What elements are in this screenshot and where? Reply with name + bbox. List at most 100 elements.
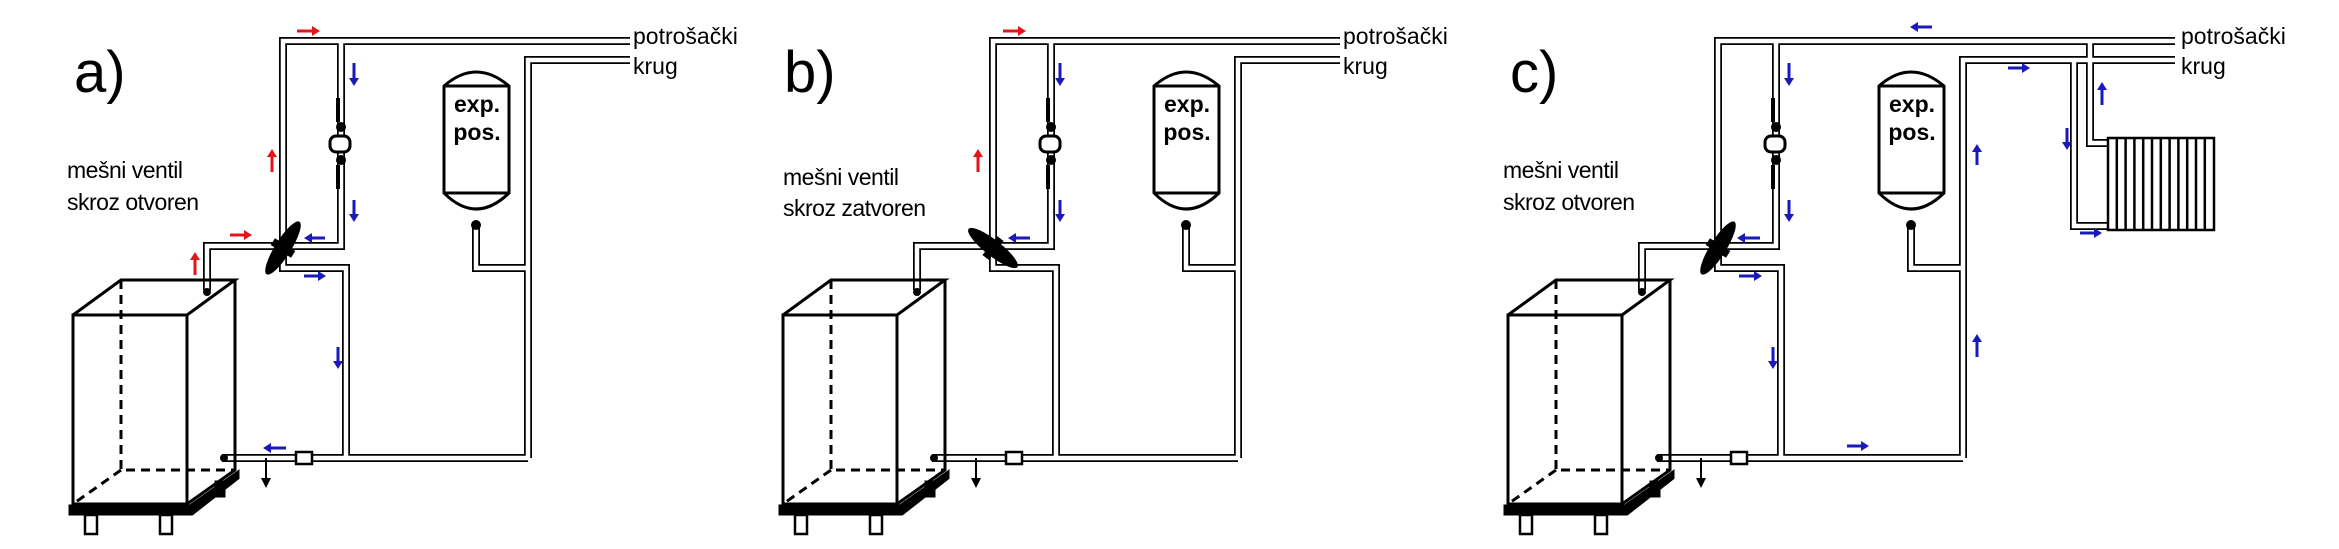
tank-valve-icon [1181, 220, 1191, 230]
flow-arrow [304, 233, 325, 243]
pipe [1907, 225, 1963, 272]
arrow-head [1018, 26, 1026, 36]
flow-arrow [1972, 144, 1982, 165]
arrow-head [973, 149, 983, 157]
flow-arrow [304, 271, 326, 281]
pipe-inner [990, 38, 1340, 252]
pipe [1959, 56, 2175, 458]
circulation-pump-icon [1763, 98, 1787, 189]
pipe-inner [990, 250, 1059, 458]
flow-arrow [973, 149, 983, 172]
pipe-inner [1183, 225, 1238, 271]
boiler-leg [868, 513, 884, 536]
boiler-hidden-edges [829, 280, 945, 472]
circulation-pump-icon [328, 98, 352, 189]
pipe-inner [283, 41, 344, 249]
pump-body [1038, 134, 1062, 154]
boiler-inlet-fitting [203, 288, 211, 296]
pump-part [1771, 98, 1775, 122]
arrow-head [349, 78, 359, 86]
valve-caption-line1: mešni ventil [1503, 157, 1618, 183]
pipe-inner [914, 243, 993, 290]
drain-valve-icon [1696, 478, 1706, 488]
pump-part [1046, 122, 1056, 132]
expansion-tank [442, 70, 511, 211]
arrow-head [1737, 233, 1745, 243]
boiler [1503, 278, 1675, 536]
panel-label: c) [1510, 40, 1558, 105]
pump-part [336, 122, 346, 132]
circuit-label-line1: potrošački [633, 23, 738, 49]
valve-caption-line2: skroz zatvoren [783, 195, 926, 221]
tank-valve-icon [1906, 220, 1916, 230]
flow-arrow [1784, 200, 1794, 222]
pipe-inner [2087, 41, 2108, 146]
flow-arrow [267, 149, 277, 172]
valve-stem [1705, 238, 1731, 258]
valve-stem [270, 238, 296, 258]
flow-arrow [297, 26, 320, 36]
valve-caption-line1: mešni ventil [783, 164, 898, 190]
boiler-top [1507, 278, 1675, 317]
boiler-top [72, 278, 240, 317]
pipe [913, 242, 993, 290]
flow-arrow [1972, 334, 1982, 357]
flow-arrow [1768, 347, 1778, 369]
pump-part [1046, 98, 1050, 122]
pump-body [328, 134, 352, 154]
flow-arrows [190, 26, 359, 453]
pump-part [1771, 155, 1781, 165]
panel-b: b) mešni ventil skroz zatvoren exp. pos.… [778, 23, 1448, 536]
boiler-leg [158, 513, 174, 536]
arrow-head [1784, 214, 1794, 222]
flow-arrow [1910, 22, 1932, 32]
flow-arrows [973, 26, 1065, 243]
arrow-head [304, 233, 312, 243]
exp-tank-label-line2: pos. [1888, 119, 1935, 145]
flow-arrow [349, 63, 359, 86]
boiler-leg [1518, 513, 1534, 536]
pipe-inner [1960, 57, 2175, 458]
boiler-outlet-fitting [220, 454, 228, 462]
pipe-inner [1639, 243, 1718, 290]
arrow-head [1055, 214, 1065, 222]
boiler [68, 278, 240, 536]
flow-arrow [1739, 271, 1762, 281]
panel-c: c) mešni ventil skroz otvoren exp. pos. … [1503, 22, 2286, 536]
boiler-front [71, 313, 189, 506]
pump-part [336, 98, 340, 122]
pipe-network [203, 37, 630, 462]
arrow-head [318, 271, 326, 281]
return-valve-icon [1004, 450, 1024, 466]
flow-arrows [1737, 22, 2107, 451]
pipe-inner [1235, 57, 1340, 458]
tank-valve-icon [471, 220, 481, 230]
pipe-inner [280, 38, 630, 252]
pipe-inner [525, 57, 630, 458]
pump-part [336, 155, 346, 165]
flow-arrow [1055, 63, 1065, 86]
panel-label: a) [74, 40, 126, 105]
flow-arrow [2080, 228, 2102, 238]
exp-tank-label-line1: exp. [454, 91, 500, 117]
arrow-head [263, 443, 271, 453]
pipe-inner [1715, 38, 2175, 252]
exp-tank-label-line2: pos. [453, 119, 500, 145]
pipe [472, 225, 528, 272]
circuit-label-line1: potrošački [1343, 23, 1448, 49]
flow-arrow [349, 200, 359, 222]
panel-c-drawing [1503, 22, 2216, 536]
circuit-label-line2: krug [2181, 53, 2226, 79]
expansion-tank [1152, 70, 1221, 211]
pipe-network [1638, 37, 2175, 462]
arrow-head [267, 149, 277, 157]
return-valve-icon [1729, 450, 1749, 466]
radiator-icon [2106, 136, 2216, 232]
boiler-front [1506, 313, 1624, 506]
boiler-inlet-fitting [913, 288, 921, 296]
pump-part [336, 165, 340, 189]
flow-arrow [1055, 200, 1065, 222]
arrow-head [1055, 78, 1065, 86]
mixing-valve-icon [1700, 221, 1736, 275]
